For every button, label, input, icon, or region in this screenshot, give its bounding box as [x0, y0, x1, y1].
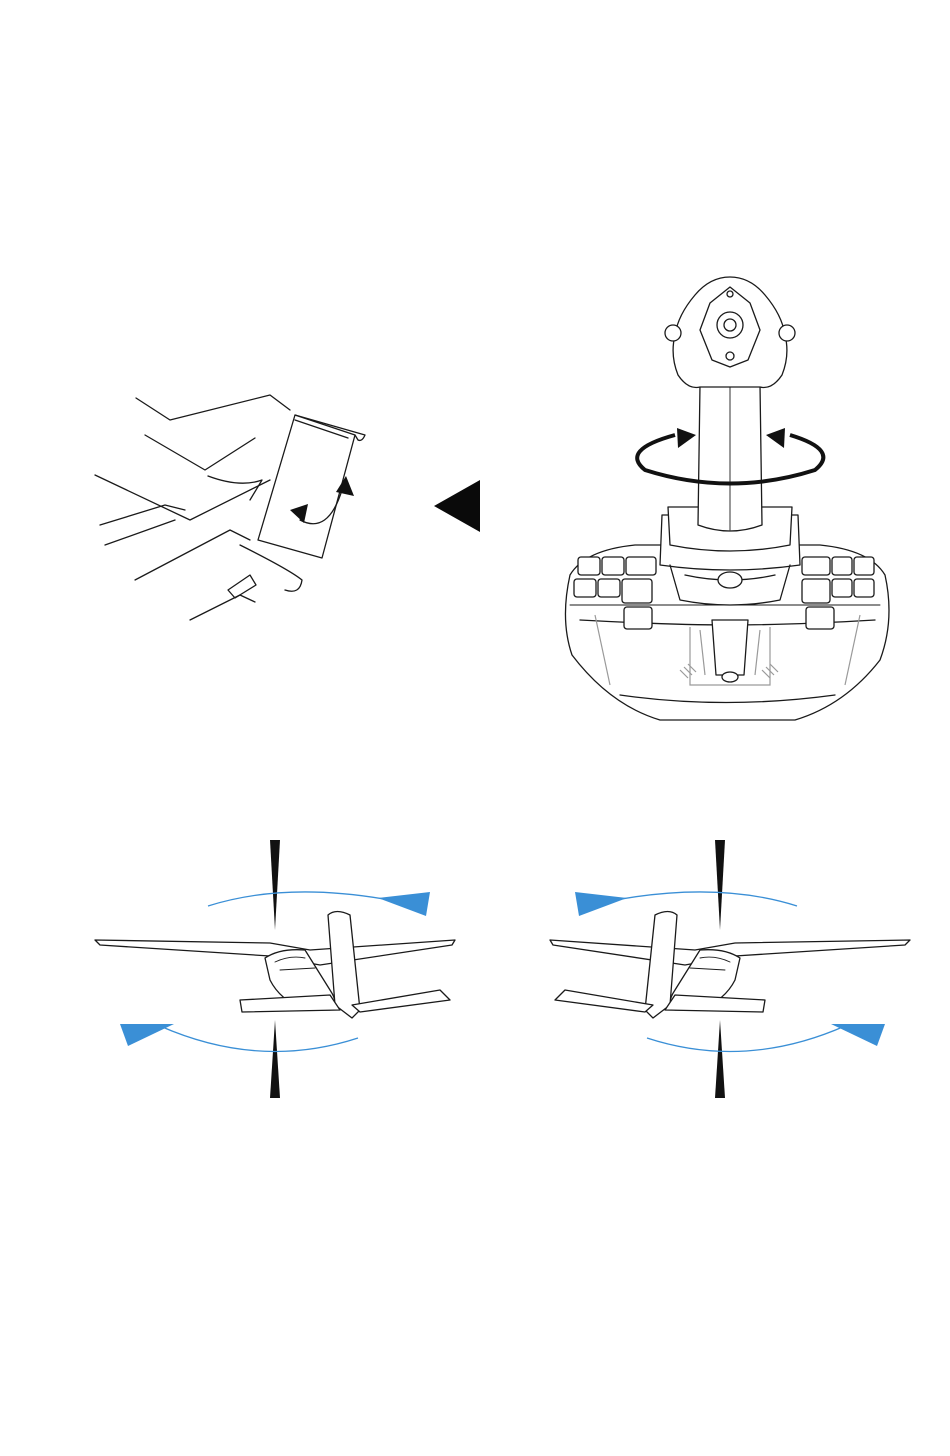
airplane-yaw-right-icon [535, 840, 915, 1100]
hand-twist-illustration [90, 380, 470, 640]
airplane-yaw-left-illustration [90, 840, 470, 1100]
joystick-twist-icon [550, 275, 900, 735]
hand-rotating-grip-icon [90, 380, 470, 640]
airplane-yaw-left-icon [90, 840, 470, 1100]
airplane-yaw-right-illustration [535, 840, 915, 1100]
joystick-illustration [550, 275, 900, 735]
pointer-triangle-icon [432, 478, 482, 534]
pointer-arrow [432, 478, 482, 534]
